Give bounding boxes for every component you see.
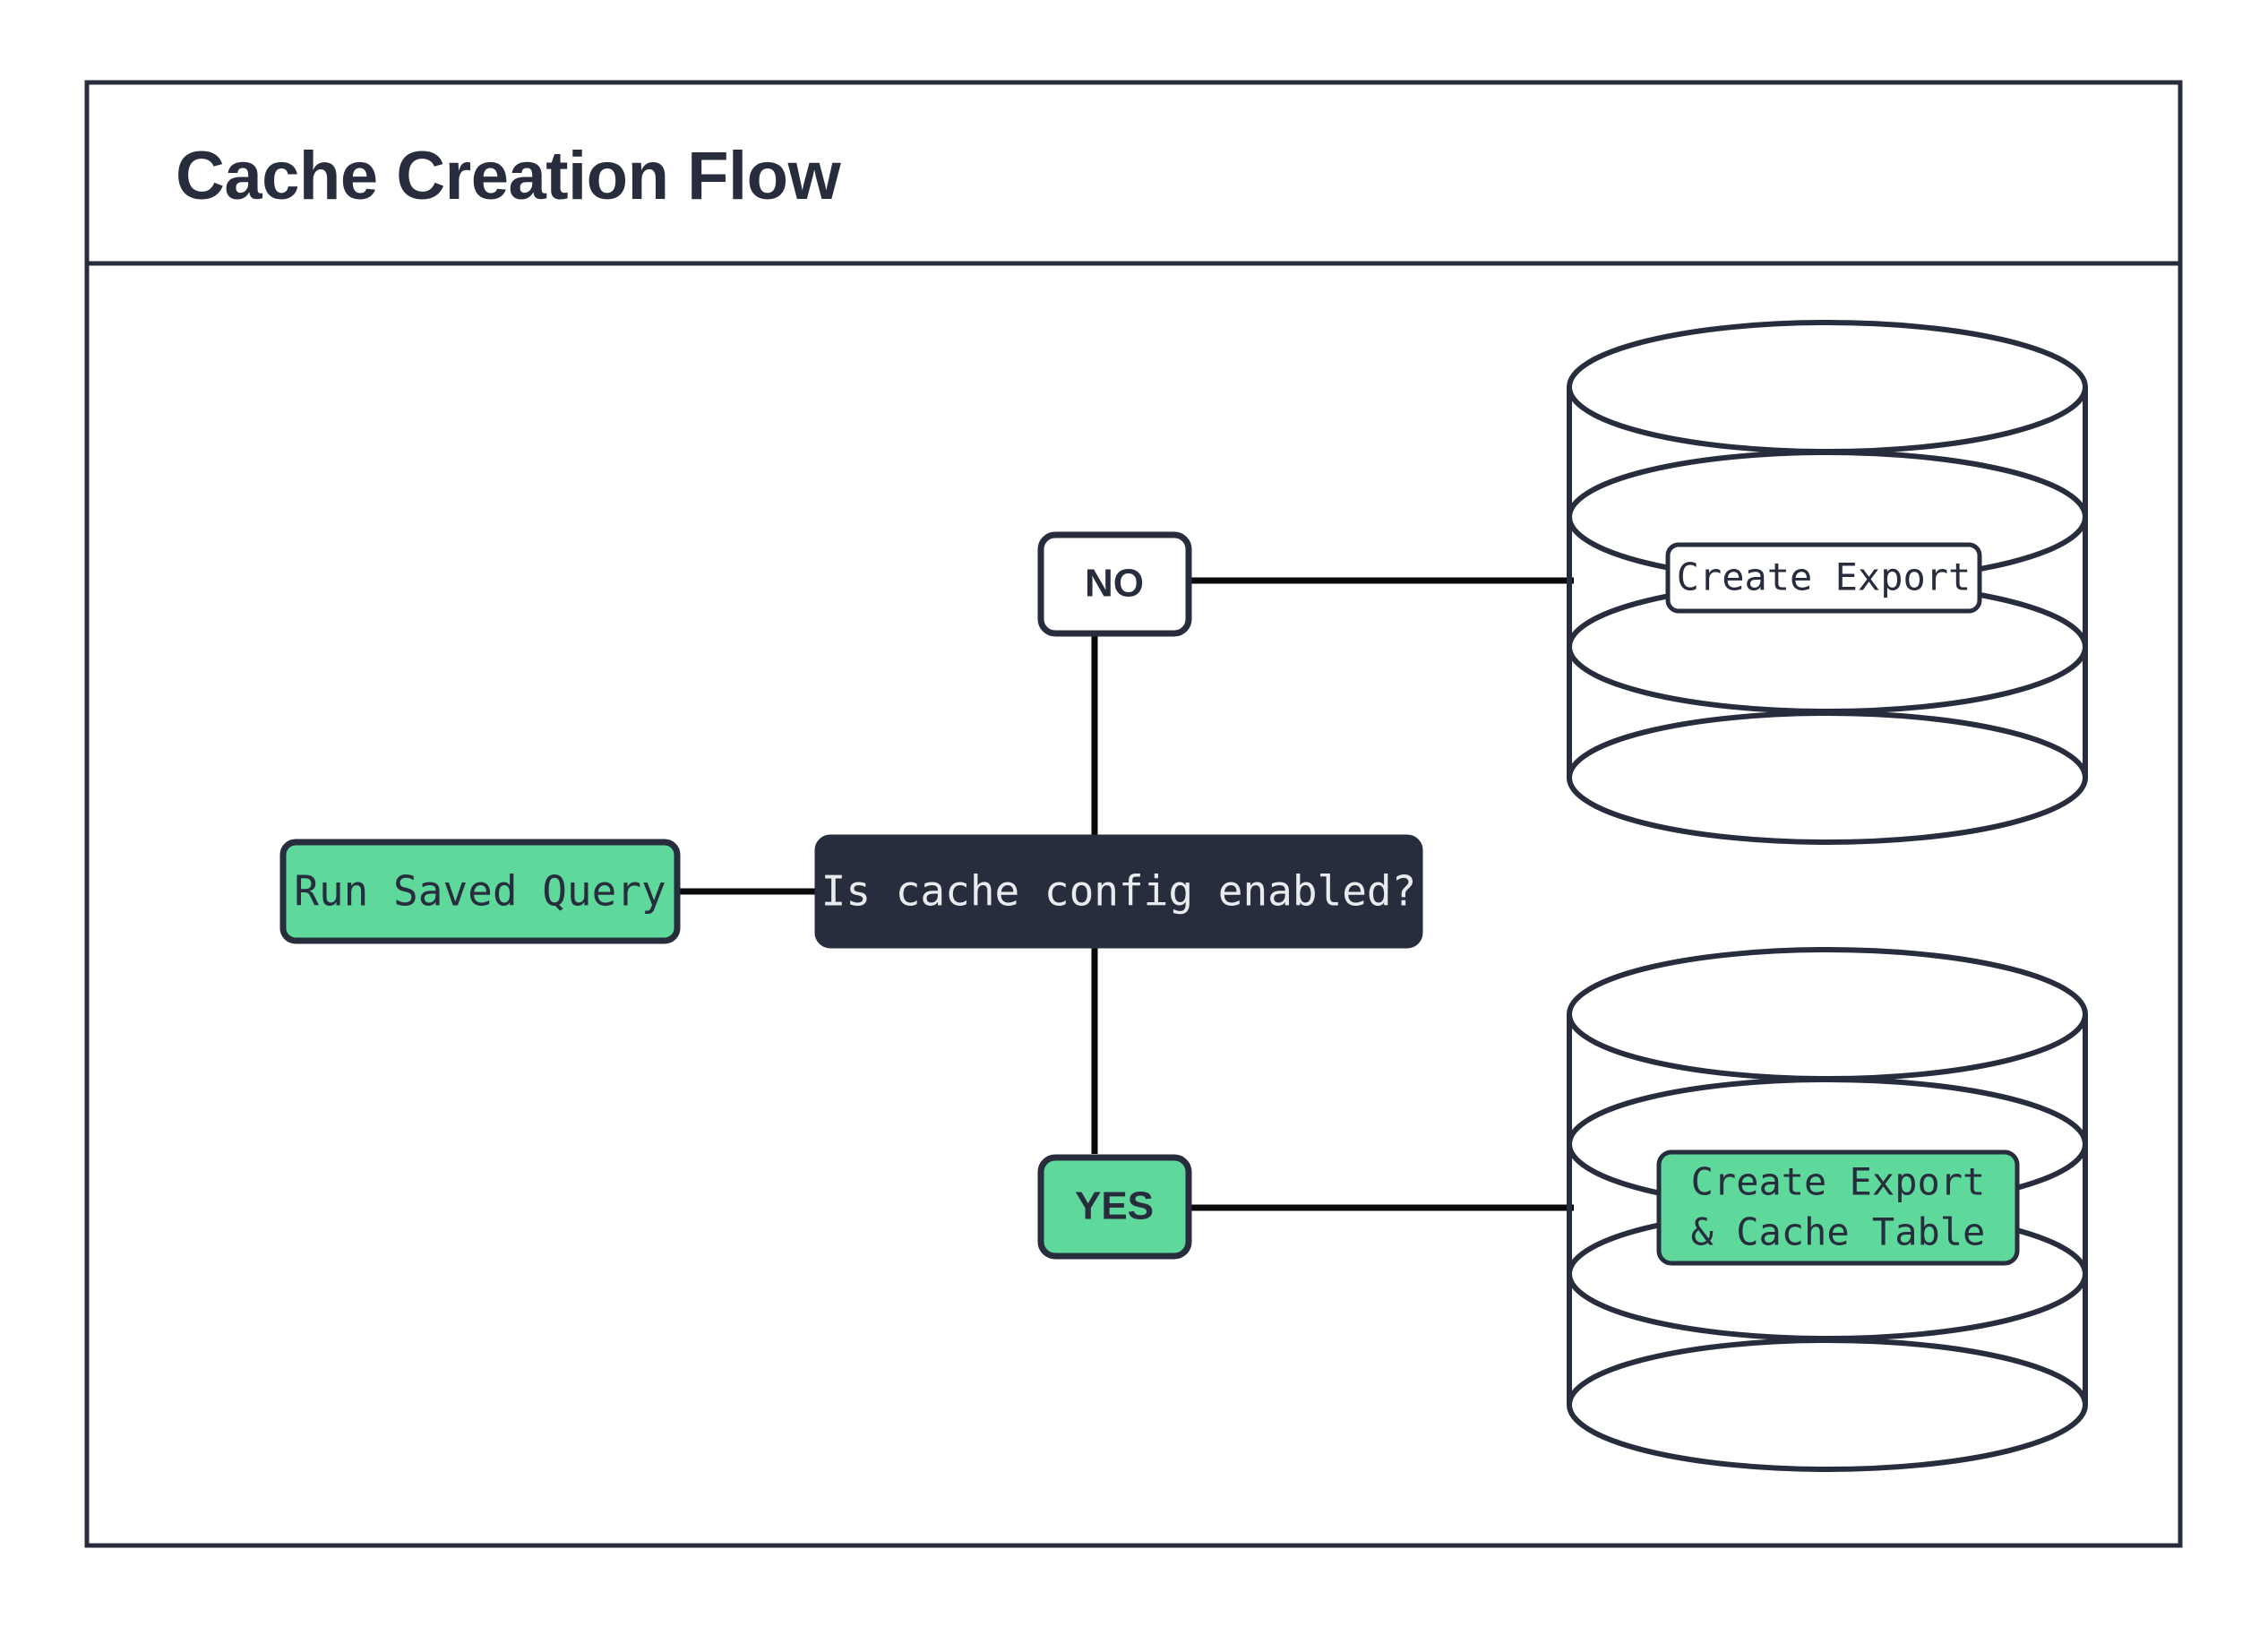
db-label-cache-table-line2: & Cache Table (1691, 1210, 1986, 1254)
branch-no-box (1037, 531, 1192, 637)
cylinder-ring-4 (1567, 710, 2088, 845)
run-saved-query-box (279, 839, 681, 944)
db-label-create-export: Create Export (1677, 555, 1972, 599)
decision-label: Is cache config enabled? (821, 867, 1417, 916)
branch-yes-box (1037, 1154, 1192, 1260)
node-branch-yes[interactable]: YES (1037, 1154, 1192, 1260)
node-decision-cache-config[interactable]: Is cache config enabled? (814, 834, 1423, 949)
cylinder-ring-1 (1567, 320, 2088, 454)
diagram-frame (84, 80, 2183, 1548)
page-title: Cache Creation Flow (176, 138, 842, 214)
database-cylinder-create-export[interactable]: Create Export (1567, 320, 2088, 845)
cylinder2-ring-1 (1567, 947, 2088, 1081)
db-label-create-export-line1: Create Export (1691, 1160, 1986, 1204)
db-label-chip (1665, 542, 1982, 614)
decision-box (814, 834, 1423, 949)
run-saved-query-label: Run Saved Query (294, 867, 666, 916)
cylinder2-ring-4 (1567, 1338, 2088, 1472)
branch-yes-label: YES (1075, 1184, 1154, 1228)
node-run-saved-query[interactable]: Run Saved Query (279, 839, 681, 944)
database-cylinder-create-export-cache[interactable]: Create Export & Cache Table (1567, 947, 2088, 1472)
node-branch-no[interactable]: NO (1037, 531, 1192, 637)
branch-no-label: NO (1085, 562, 1144, 606)
db-label-chip-2 (1656, 1149, 2020, 1266)
